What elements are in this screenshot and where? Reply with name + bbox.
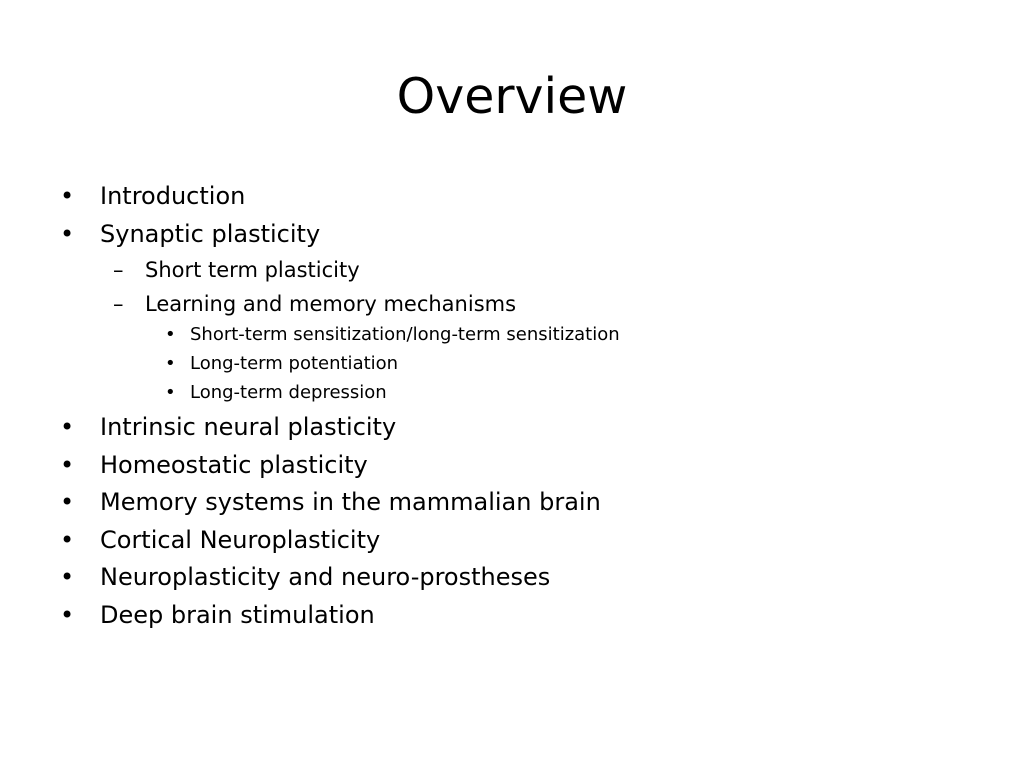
bullet-marker: •	[60, 563, 75, 591]
sub-item-text: Short term plasticity	[145, 258, 360, 282]
bullet-marker: •	[165, 324, 176, 345]
bullet-text: Cortical Neuroplasticity	[100, 526, 381, 554]
bullet-text: Deep brain stimulation	[100, 601, 375, 629]
bullet-text: Homeostatic plasticity	[100, 451, 368, 479]
sub-sub-item-text: Short-term sensitization/long-term sensi…	[190, 324, 620, 345]
bullet-marker: •	[60, 526, 75, 554]
slide-title: Overview	[396, 68, 628, 125]
sub-sub-item-text: Long-term depression	[190, 382, 387, 403]
bullet-text: Neuroplasticity and neuro-prostheses	[100, 563, 551, 591]
bullet-marker: •	[60, 182, 75, 210]
sub-sub-item-text: Long-term potentiation	[190, 353, 399, 374]
bullet-text: Introduction	[100, 182, 246, 210]
bullet-marker: •	[60, 451, 75, 479]
bullet-text: Synaptic plasticity	[100, 220, 321, 248]
dash-marker: –	[113, 258, 124, 282]
bullet-marker: •	[165, 382, 176, 403]
bullet-text: Intrinsic neural plasticity	[100, 413, 397, 441]
bullet-text: Memory systems in the mammalian brain	[100, 488, 601, 516]
sub-item-text: Learning and memory mechanisms	[145, 292, 517, 316]
bullet-marker: •	[60, 220, 75, 248]
bullet-marker: •	[165, 353, 176, 374]
bullet-marker: •	[60, 601, 75, 629]
bullet-marker: •	[60, 488, 75, 516]
dash-marker: –	[113, 292, 124, 316]
bullet-marker: •	[60, 413, 75, 441]
